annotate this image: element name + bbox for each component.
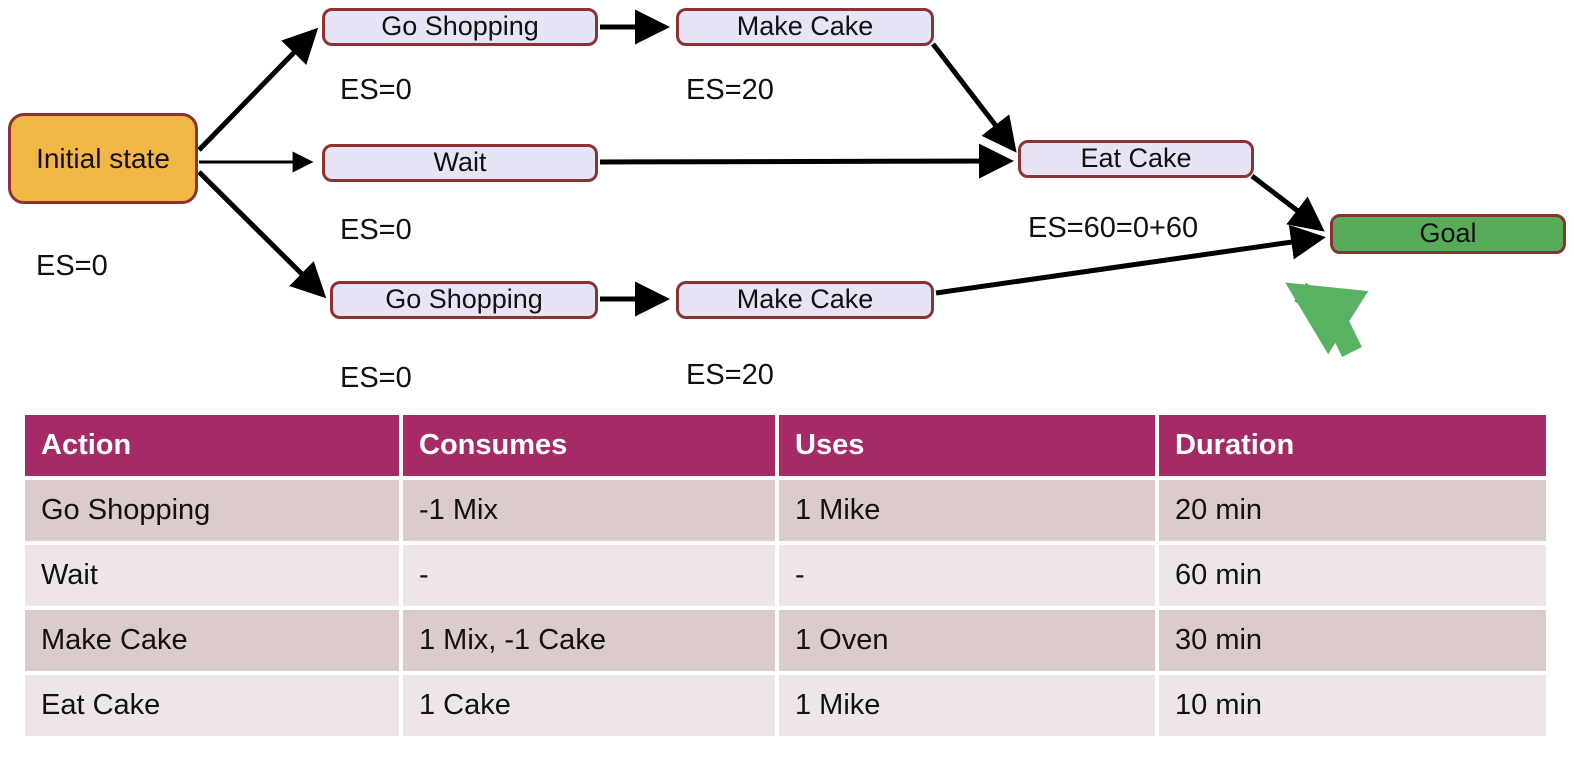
es-label-go-shopping-top: ES=0 xyxy=(340,74,412,106)
node-go-shopping-bottom: Go Shopping xyxy=(330,281,598,319)
node-make-cake-top: Make Cake xyxy=(676,8,934,46)
node-wait-label: Wait xyxy=(433,147,487,178)
es-label-initial: ES=0 xyxy=(36,250,108,282)
column-header-uses: Uses xyxy=(779,415,1159,480)
column-header-action: Action xyxy=(25,415,403,480)
cell-consumes: 1 Mix, -1 Cake xyxy=(403,610,779,675)
arrow-initial-to-go-shopping-top xyxy=(197,27,319,152)
column-header-duration: Duration xyxy=(1159,415,1546,480)
table-row-go-shopping: Go Shopping -1 Mix 1 Mike 20 min xyxy=(25,480,1546,545)
node-go-shopping-top: Go Shopping xyxy=(322,8,598,46)
cell-duration: 20 min xyxy=(1159,480,1546,545)
node-goal-label: Goal xyxy=(1419,218,1477,249)
node-make-cake-bottom-label: Make Cake xyxy=(736,284,874,315)
node-initial-state: Initial state xyxy=(8,113,198,204)
node-eat-cake-label: Eat Cake xyxy=(1080,143,1192,174)
node-wait: Wait xyxy=(322,144,598,182)
node-go-shopping-bottom-label: Go Shopping xyxy=(385,284,543,315)
node-make-cake-bottom: Make Cake xyxy=(676,281,934,319)
arrow-initial-to-go-shopping-bottom xyxy=(197,170,327,299)
cell-duration: 10 min xyxy=(1159,675,1546,740)
table-row-make-cake: Make Cake 1 Mix, -1 Cake 1 Oven 30 min xyxy=(25,610,1546,675)
es-label-eat-cake: ES=60=0+60 xyxy=(1028,212,1199,244)
cell-consumes: - xyxy=(403,545,779,610)
arrow-wait-to-eat-cake xyxy=(599,143,1014,179)
actions-table: Action Consumes Uses Duration Go Shoppin… xyxy=(25,415,1546,740)
cell-consumes: -1 Mix xyxy=(403,480,779,545)
arrow-make-cake-top-to-eat-cake xyxy=(931,42,1017,153)
cell-duration: 60 min xyxy=(1159,545,1546,610)
cell-action: Wait xyxy=(25,545,403,610)
cell-action: Go Shopping xyxy=(25,480,403,545)
node-make-cake-top-label: Make Cake xyxy=(736,11,874,42)
cell-uses: - xyxy=(779,545,1159,610)
node-initial-state-label: Initial state xyxy=(36,142,170,174)
cell-consumes: 1 Cake xyxy=(403,675,779,740)
cell-action: Eat Cake xyxy=(25,675,403,740)
node-eat-cake: Eat Cake xyxy=(1018,140,1254,178)
cell-action: Make Cake xyxy=(25,610,403,675)
cell-uses: 1 Mike xyxy=(779,675,1159,740)
es-label-go-shopping-bottom: ES=0 xyxy=(340,362,412,394)
cell-uses: 1 Oven xyxy=(779,610,1159,675)
column-header-consumes: Consumes xyxy=(403,415,779,480)
node-goal: Goal xyxy=(1330,214,1566,254)
green-callout-arrow-goal-icon xyxy=(1285,282,1369,357)
es-label-make-cake-bottom: ES=20 xyxy=(686,359,774,391)
table-header-row: Action Consumes Uses Duration xyxy=(25,415,1546,480)
arrow-eat-cake-to-goal xyxy=(1250,174,1325,232)
es-label-make-cake-top: ES=20 xyxy=(686,74,774,106)
es-label-wait: ES=0 xyxy=(340,214,412,246)
table-row-eat-cake: Eat Cake 1 Cake 1 Mike 10 min xyxy=(25,675,1546,740)
cell-duration: 30 min xyxy=(1159,610,1546,675)
cell-uses: 1 Mike xyxy=(779,480,1159,545)
table-row-wait: Wait - - 60 min xyxy=(25,545,1546,610)
arrow-make-cake-bottom-to-goal xyxy=(935,224,1326,296)
node-go-shopping-top-label: Go Shopping xyxy=(381,11,539,42)
